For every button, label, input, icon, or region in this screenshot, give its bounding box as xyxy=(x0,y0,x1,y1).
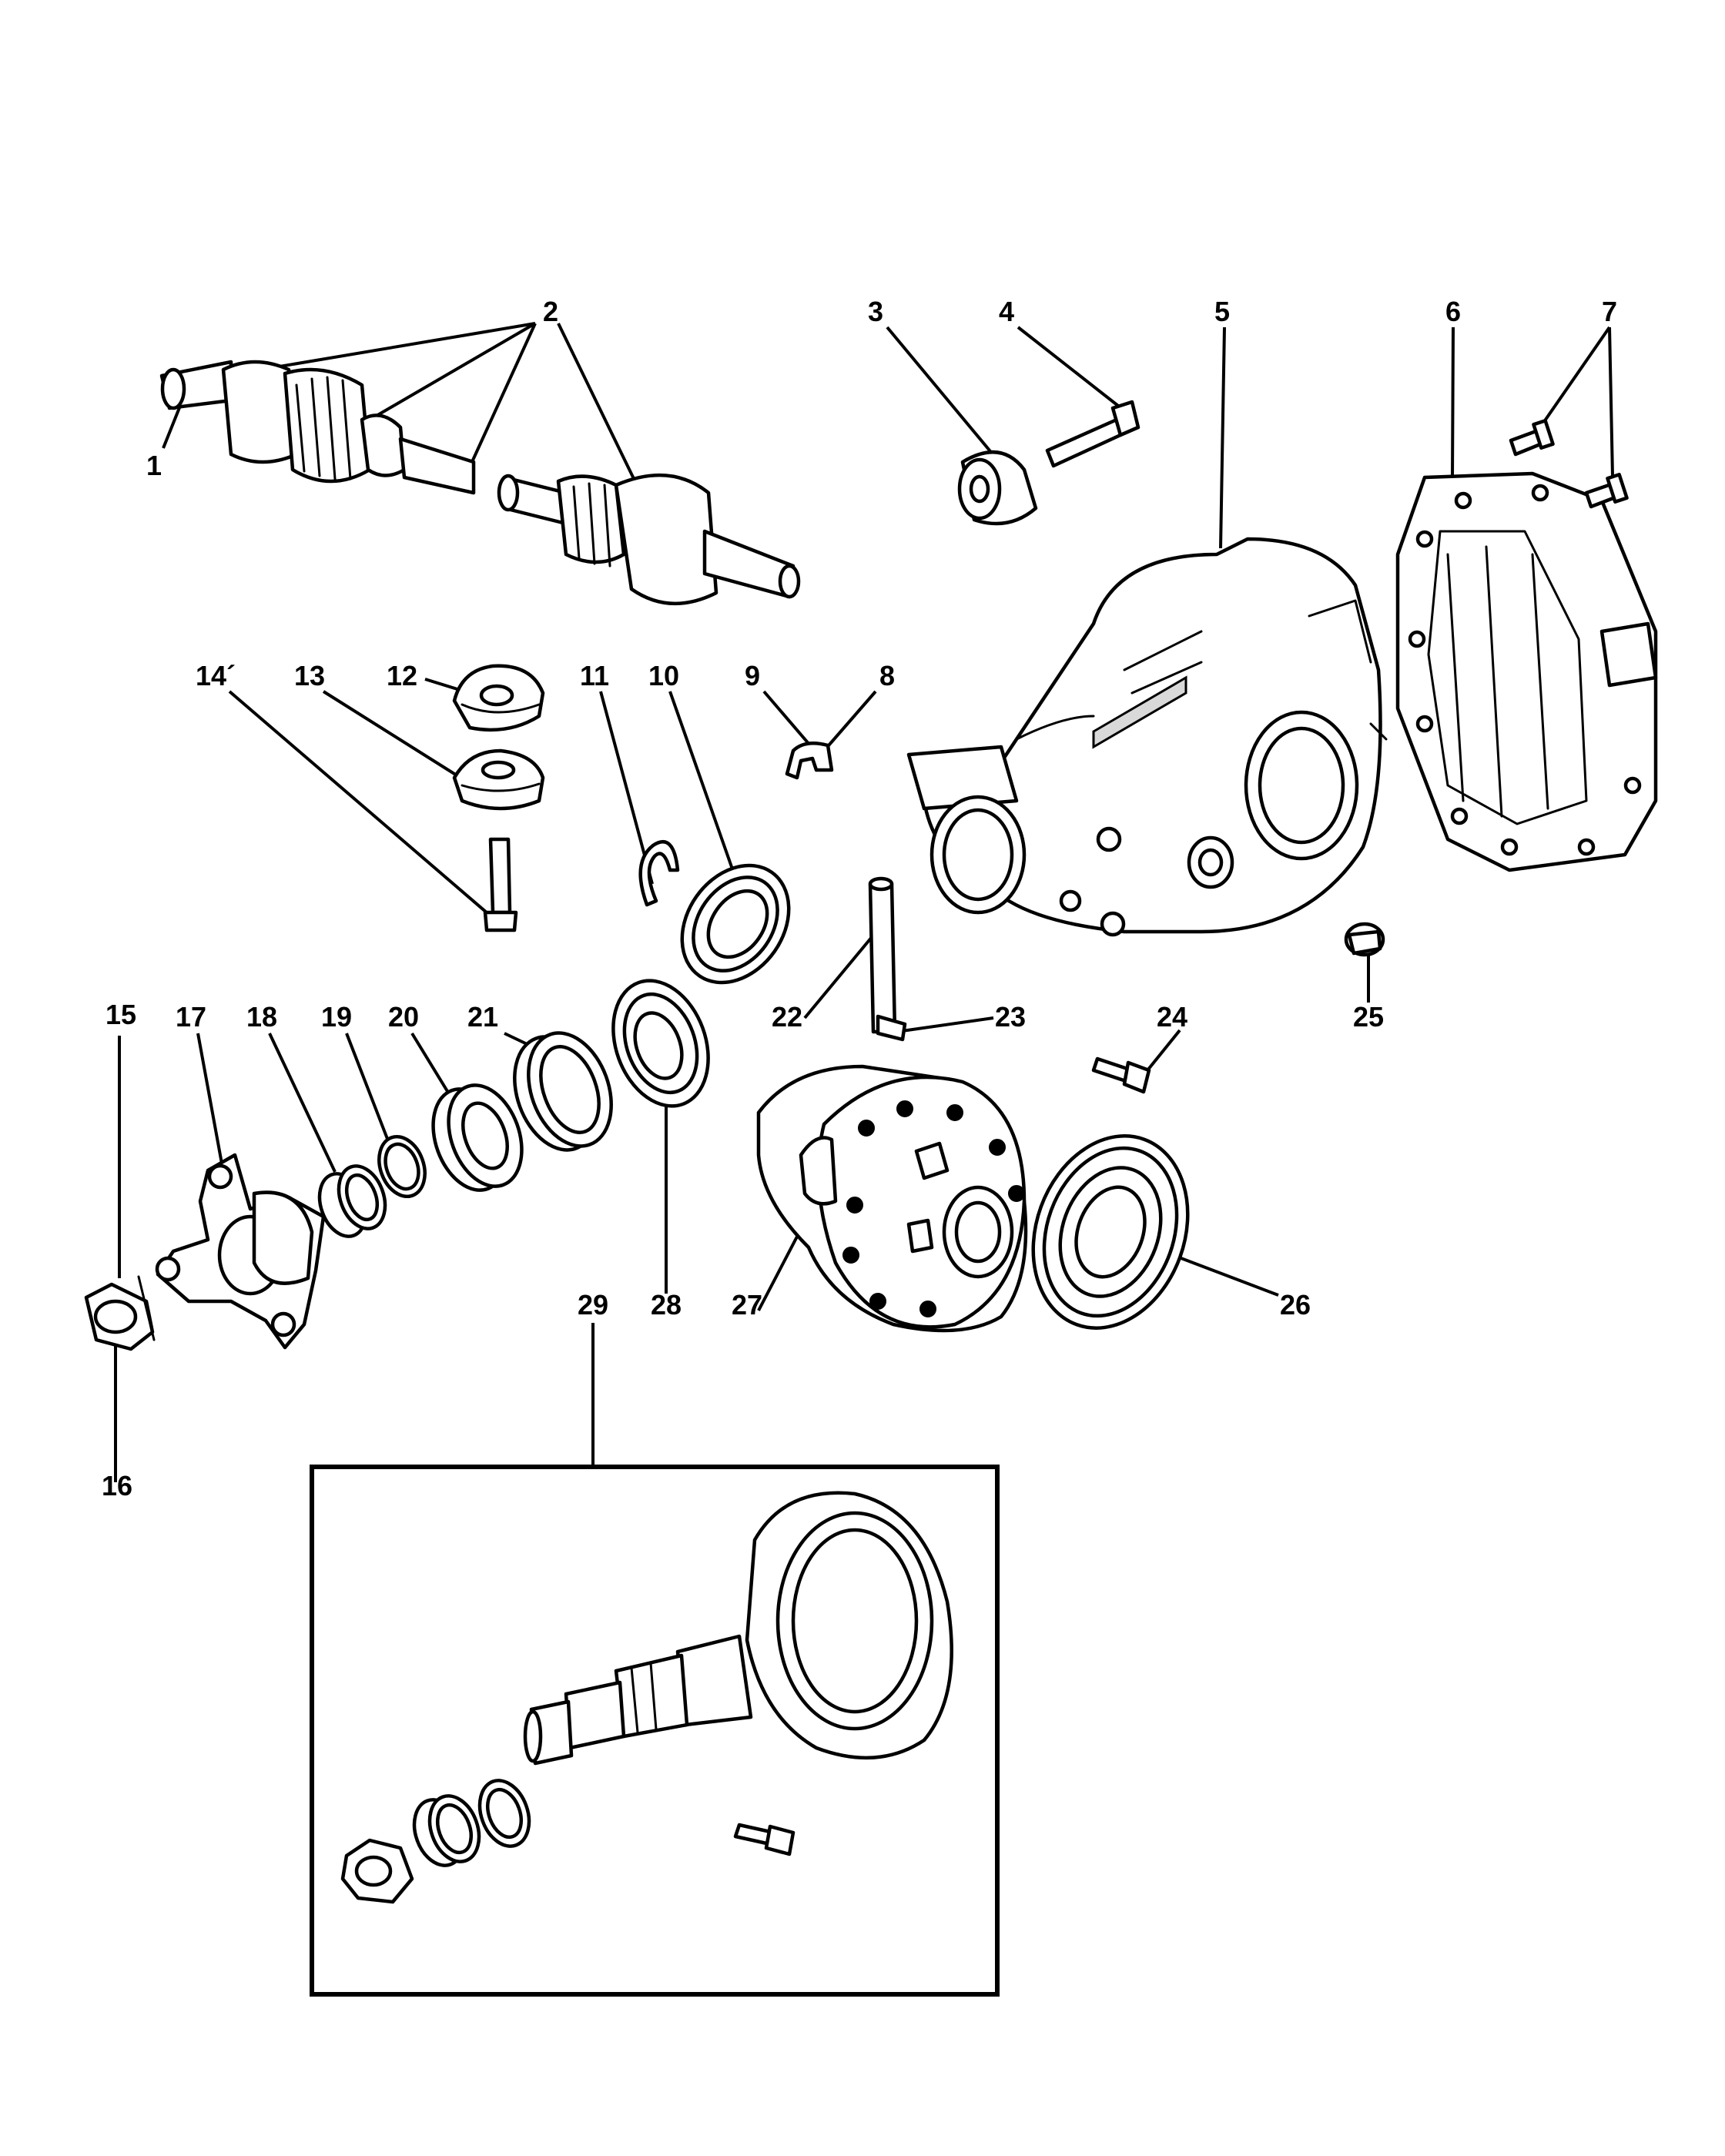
shim-ring xyxy=(377,1134,427,1199)
label-17: 17 xyxy=(176,1001,206,1033)
stud-bolt xyxy=(483,837,518,932)
label-11: 11 xyxy=(580,660,609,691)
carrier-bearing xyxy=(1031,1134,1190,1330)
bearing-cup xyxy=(513,1031,613,1152)
label-12: 12 xyxy=(387,660,417,691)
flat-washer xyxy=(452,748,545,811)
drive-shaft-outer xyxy=(159,360,476,495)
crush-sleeve xyxy=(317,1164,387,1238)
label-9: 9 xyxy=(745,660,760,691)
label-23: 23 xyxy=(995,1001,1026,1033)
label-20: 20 xyxy=(388,1001,419,1033)
label-18: 18 xyxy=(246,1001,277,1033)
label-19: 19 xyxy=(321,1001,352,1033)
rubber-mount xyxy=(957,450,1038,526)
label-3: 3 xyxy=(868,296,883,327)
rear-cover xyxy=(1395,471,1658,872)
callout-labels: 1 2 3 4 5 6 7 8 9 10 11 12 13 14´ 15 16 … xyxy=(102,296,1617,1502)
label-10: 10 xyxy=(648,660,679,691)
outer-bearing xyxy=(611,979,710,1108)
label-8: 8 xyxy=(879,660,895,691)
cross-pin xyxy=(868,876,907,1042)
companion-flange xyxy=(155,1153,326,1350)
label-13: 13 xyxy=(294,660,325,691)
label-2: 2 xyxy=(543,296,558,327)
ring-gear-bolt xyxy=(1091,1056,1151,1094)
snap-ring xyxy=(638,840,680,907)
label-22: 22 xyxy=(772,1001,802,1033)
mounting-bolt xyxy=(1045,400,1141,468)
drive-shaft-inner xyxy=(497,473,801,605)
label-15: 15 xyxy=(106,999,136,1030)
label-16: 16 xyxy=(102,1470,132,1502)
label-25: 25 xyxy=(1353,1001,1384,1033)
label-26: 26 xyxy=(1280,1289,1311,1321)
differential-carrier xyxy=(756,1064,1028,1333)
flange-nut xyxy=(84,1275,156,1351)
label-28: 28 xyxy=(651,1289,682,1321)
label-14: 14´ xyxy=(196,660,236,691)
retaining-clip xyxy=(785,741,834,780)
label-24: 24 xyxy=(1157,1001,1187,1033)
pinion-bearing xyxy=(431,1083,524,1192)
spring-washer xyxy=(452,664,545,732)
label-21: 21 xyxy=(467,1001,498,1033)
label-4: 4 xyxy=(999,296,1014,327)
differential-housing xyxy=(906,537,1388,937)
cover-bolts xyxy=(1509,419,1629,509)
drain-plug xyxy=(1344,922,1385,957)
label-6: 6 xyxy=(1445,296,1461,327)
label-27: 27 xyxy=(732,1289,762,1321)
label-7: 7 xyxy=(1602,296,1617,327)
label-1: 1 xyxy=(146,450,162,481)
oil-seal xyxy=(680,863,791,985)
ring-and-pinion-inset xyxy=(310,1465,1000,1997)
label-29: 29 xyxy=(578,1289,608,1321)
label-5: 5 xyxy=(1214,296,1230,327)
inset-frame xyxy=(310,1465,1000,1997)
